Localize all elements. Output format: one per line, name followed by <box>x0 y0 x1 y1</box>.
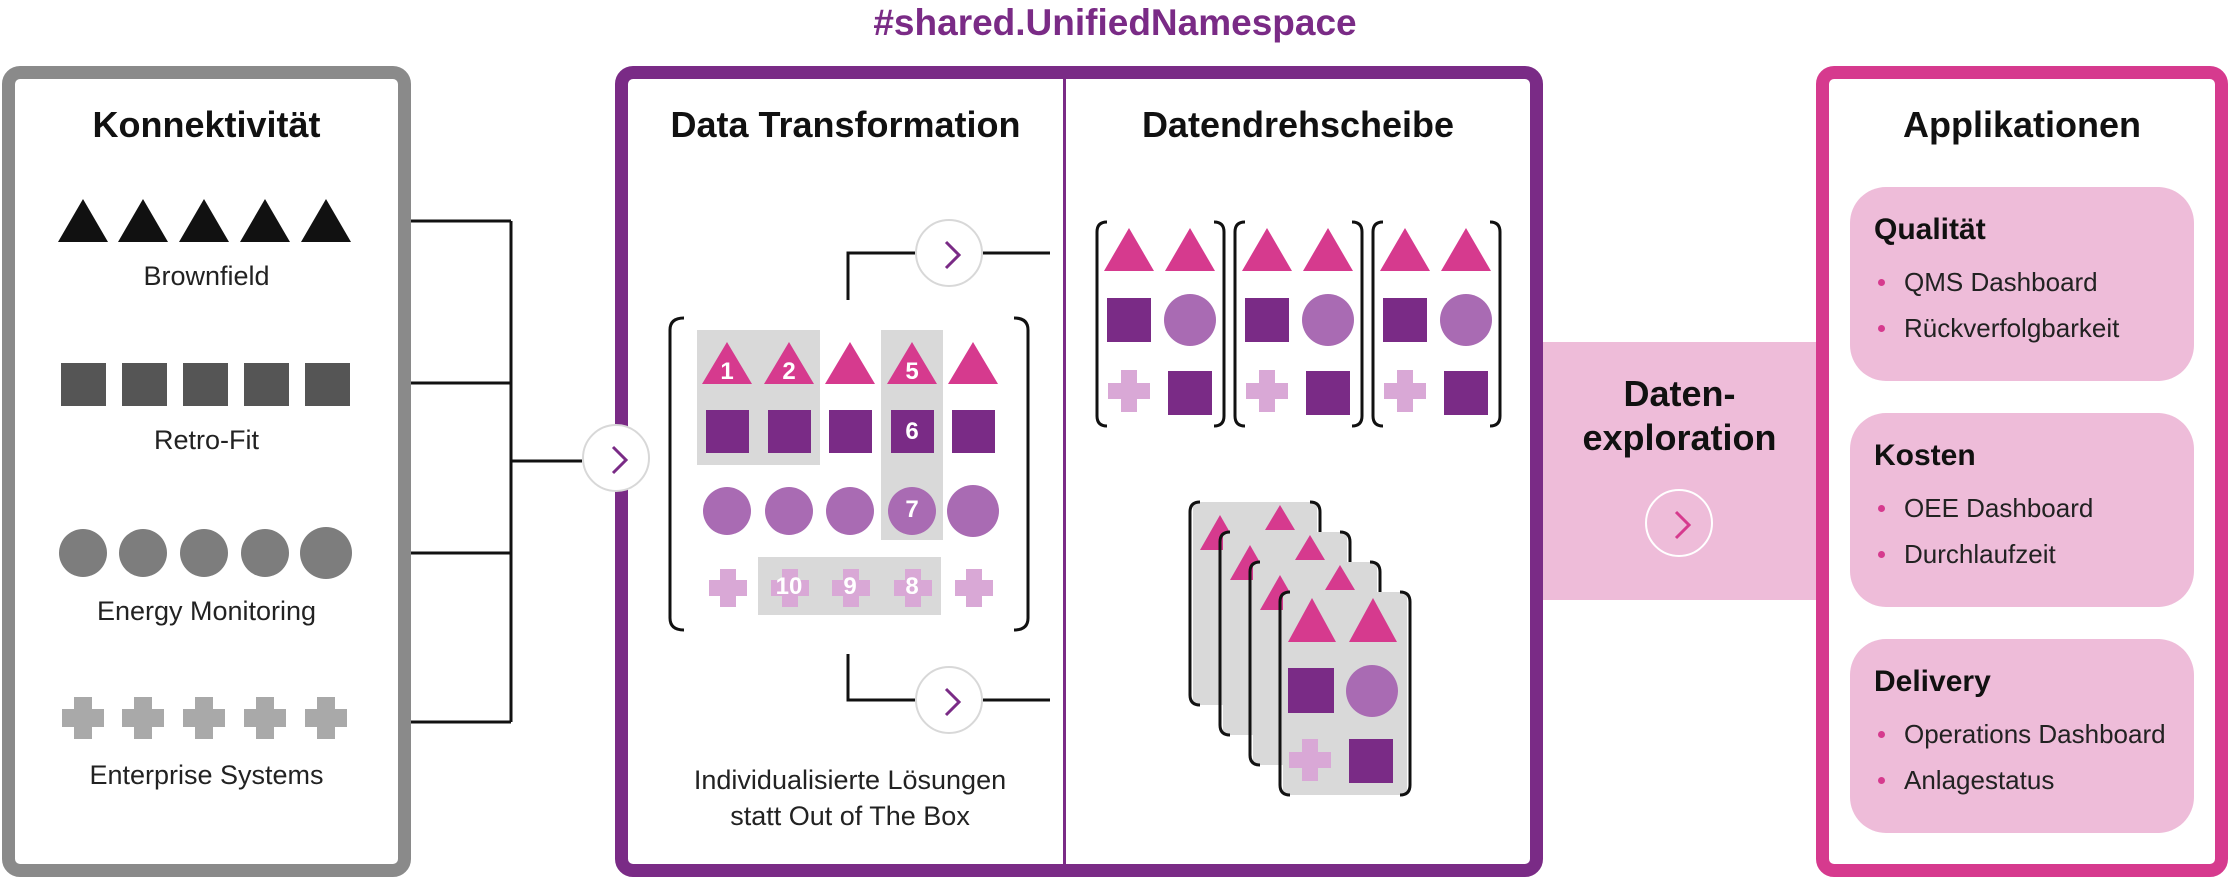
datenexploration-line2: exploration <box>1582 417 1777 458</box>
konnektivitaet-panel <box>2 66 411 877</box>
retrofit-label: Retro-Fit <box>153 425 259 455</box>
matrix-label-8: 8 <box>905 573 919 600</box>
page-title: #shared.UnifiedNamespace <box>873 2 1357 43</box>
matrix-crosses <box>709 569 993 607</box>
app-card-delivery[interactable]: Delivery Operations Dashboard Anlagestat… <box>1850 639 2194 833</box>
matrix-brackets <box>668 316 1030 632</box>
matrix-triangles <box>702 342 998 384</box>
bullet-icon <box>1878 279 1885 286</box>
app-item[interactable]: Rückverfolgbarkeit <box>1874 305 2170 351</box>
forward-arrow-button[interactable] <box>582 424 650 492</box>
transformation-note: Individualisierte Lösungen statt Out of … <box>660 762 1040 834</box>
app-card-title: Delivery <box>1874 665 1991 698</box>
square-icon <box>61 363 350 406</box>
app-item-label: Durchlaufzeit <box>1904 539 2056 569</box>
app-item-label: Rückverfolgbarkeit <box>1904 313 2120 343</box>
circle-icon <box>59 527 352 579</box>
brownfield-label: Brownfield <box>143 261 270 291</box>
transformation-note-line1: Individualisierte Lösungen <box>693 765 1007 795</box>
datenexploration-label: Daten- exploration <box>1543 372 1816 460</box>
bullet-icon <box>1878 551 1885 558</box>
matrix-squares <box>706 410 995 453</box>
transform-top-arrow-button[interactable] <box>915 219 983 287</box>
matrix-label-7: 7 <box>905 496 919 523</box>
app-item[interactable]: Anlagestatus <box>1874 757 2170 803</box>
applikationen-title: Applikationen <box>1902 104 2141 145</box>
matrix-label-1: 1 <box>720 358 734 385</box>
matrix-label-9: 9 <box>843 573 857 600</box>
hub-card-group <box>1095 220 1502 428</box>
transform-bottom-arrow-button[interactable] <box>915 666 983 734</box>
cross-icon <box>62 697 347 739</box>
bullet-icon <box>1878 505 1885 512</box>
app-card-title: Kosten <box>1874 439 1976 472</box>
app-item-label: Operations Dashboard <box>1904 719 2166 749</box>
matrix-label-6: 6 <box>905 418 919 445</box>
app-card-qualitaet[interactable]: Qualität QMS Dashboard Rückverfolgbarkei… <box>1850 187 2194 381</box>
exploration-arrow-button[interactable] <box>1645 489 1713 557</box>
konnektivitaet-title: Konnektivität <box>92 104 321 145</box>
panel-divider <box>1063 79 1066 864</box>
transformation-note-line2: statt Out of The Box <box>730 801 970 831</box>
stacked-cards <box>1188 500 1412 797</box>
app-card-kosten[interactable]: Kosten OEE Dashboard Durchlaufzeit <box>1850 413 2194 607</box>
connector-lines <box>411 219 1050 724</box>
matrix-label-2: 2 <box>782 358 796 385</box>
matrix-circles <box>703 485 999 537</box>
app-item-label: Anlagestatus <box>1904 765 2055 795</box>
app-item[interactable]: OEE Dashboard <box>1874 485 2170 531</box>
matrix-label-10: 10 <box>775 573 803 600</box>
bullet-icon <box>1878 731 1885 738</box>
app-item-label: QMS Dashboard <box>1904 267 2098 297</box>
data-transformation-title: Data Transformation <box>670 104 1021 145</box>
app-item[interactable]: QMS Dashboard <box>1874 259 2170 305</box>
bullet-icon <box>1878 777 1885 784</box>
app-item-label: OEE Dashboard <box>1904 493 2094 523</box>
chevron-right-icon <box>944 240 962 270</box>
datendrehscheibe-title: Datendrehscheibe <box>1141 104 1455 145</box>
bullet-icon <box>1878 325 1885 332</box>
enterprise-systems-label: Enterprise Systems <box>89 760 324 790</box>
matrix-label-5: 5 <box>905 358 919 385</box>
datenexploration-band <box>1543 342 1816 600</box>
triangle-icon <box>58 199 351 242</box>
energy-monitoring-label: Energy Monitoring <box>96 596 317 626</box>
chevron-right-icon <box>944 687 962 717</box>
datenexploration-line1: Daten- <box>1623 373 1736 414</box>
chevron-right-icon <box>1674 510 1692 540</box>
chevron-right-icon <box>611 445 629 475</box>
app-card-title: Qualität <box>1874 213 1986 246</box>
app-item[interactable]: Durchlaufzeit <box>1874 531 2170 577</box>
app-item[interactable]: Operations Dashboard <box>1874 711 2170 757</box>
